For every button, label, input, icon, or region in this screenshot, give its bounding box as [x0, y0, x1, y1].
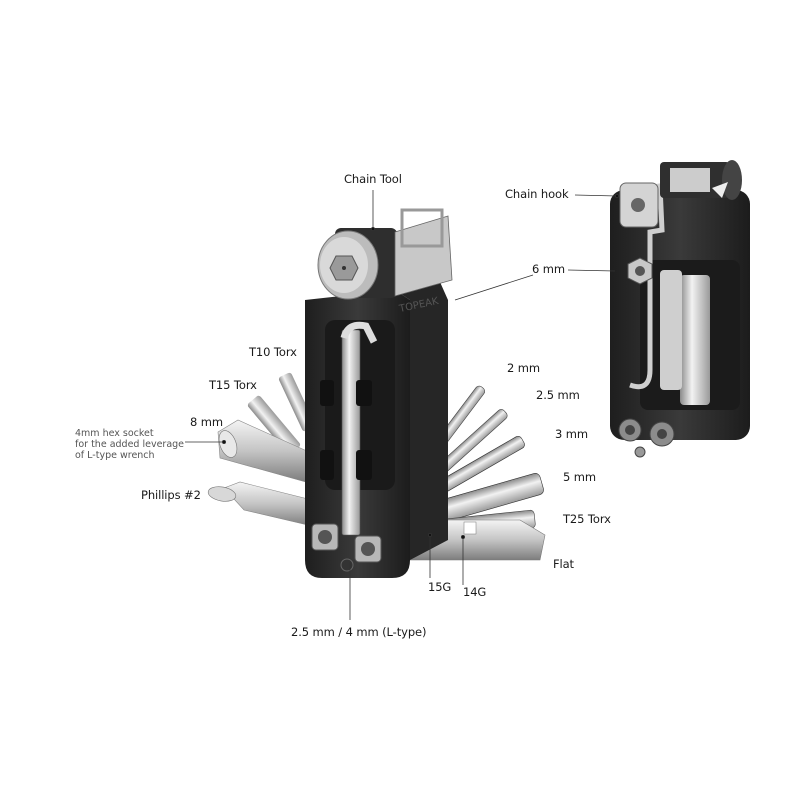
note-8mm-socket: 4mm hex socket for the added leverage of… — [75, 428, 184, 461]
leader-lines — [185, 190, 620, 620]
l-type-wrench-icon — [341, 329, 361, 536]
tool-body-icon: TOPEAK — [305, 282, 448, 578]
label-flat: Flat — [553, 557, 574, 571]
label-chain-hook: Chain hook — [505, 187, 569, 201]
label-t25-torx: T25 Torx — [563, 512, 611, 526]
note-line-1: 4mm hex socket — [75, 428, 154, 439]
label-5mm: 5 mm — [563, 470, 596, 484]
label-6mm: 6 mm — [532, 262, 565, 276]
label-8mm: 8 mm — [190, 415, 223, 429]
phillips-2-bit-icon — [207, 481, 313, 527]
label-2-5mm: 2.5 mm — [536, 388, 580, 402]
chain-tool-icon — [317, 208, 453, 300]
t15-torx-bit-icon — [247, 395, 301, 455]
closed-tool-view — [610, 160, 750, 458]
note-line-3: of L-type wrench — [75, 450, 155, 461]
note-line-2: for the added leverage — [75, 439, 185, 450]
label-t15-torx: T15 Torx — [209, 378, 257, 392]
open-tool-view: TOPEAK — [207, 208, 546, 578]
label-2mm: 2 mm — [507, 361, 540, 375]
label-15g: 15G — [428, 580, 452, 594]
label-chain-tool: Chain Tool — [344, 172, 402, 186]
chain-tool-top-icon — [660, 160, 742, 200]
label-phillips-2: Phillips #2 — [141, 488, 201, 502]
hex-8mm-bit-icon — [217, 419, 319, 483]
label-t10-torx: T10 Torx — [249, 345, 297, 359]
label-l-type: 2.5 mm / 4 mm (L-type) — [291, 625, 427, 639]
label-3mm: 3 mm — [555, 427, 588, 441]
label-14g: 14G — [463, 585, 487, 599]
chain-hook-icon — [619, 182, 665, 390]
